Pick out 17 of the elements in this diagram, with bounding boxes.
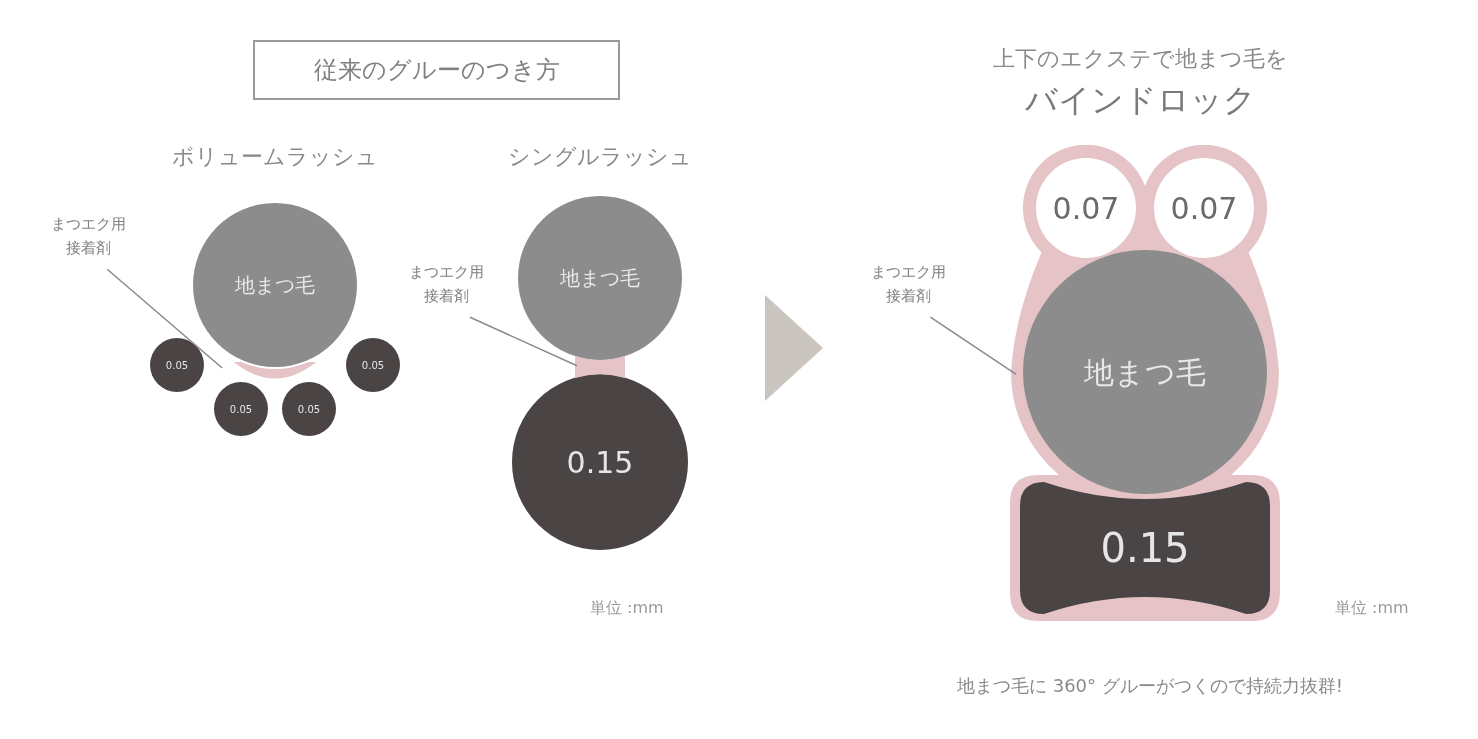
leader-text: まつエク用接着剤 [40, 212, 136, 264]
section-heading: バインドロック [1023, 80, 1257, 121]
glue-blob [575, 355, 625, 379]
heading-box: 従来のグルーのつき方 [253, 40, 620, 100]
unit-note: 単位 :mm [1335, 597, 1410, 619]
section-heading: シングルラッシュ [507, 143, 693, 171]
leader-line [106, 268, 223, 369]
leader-line [469, 316, 578, 367]
extension-shape: 0.15 [1020, 482, 1270, 614]
section-heading: ボリュームラッシュ [171, 143, 379, 171]
section-heading: 上下のエクステで地まつ毛を [991, 45, 1289, 73]
unit-note: 単位 :mm [590, 597, 665, 619]
leader-line [929, 316, 1017, 376]
glue-outline [1008, 145, 1282, 623]
note-text: 地まつ毛に 360° グルーがつくので持続力抜群! [956, 674, 1344, 698]
leader-text: まつエク用接着剤 [852, 260, 964, 312]
leader-text: まつエク用接着剤 [398, 260, 494, 312]
